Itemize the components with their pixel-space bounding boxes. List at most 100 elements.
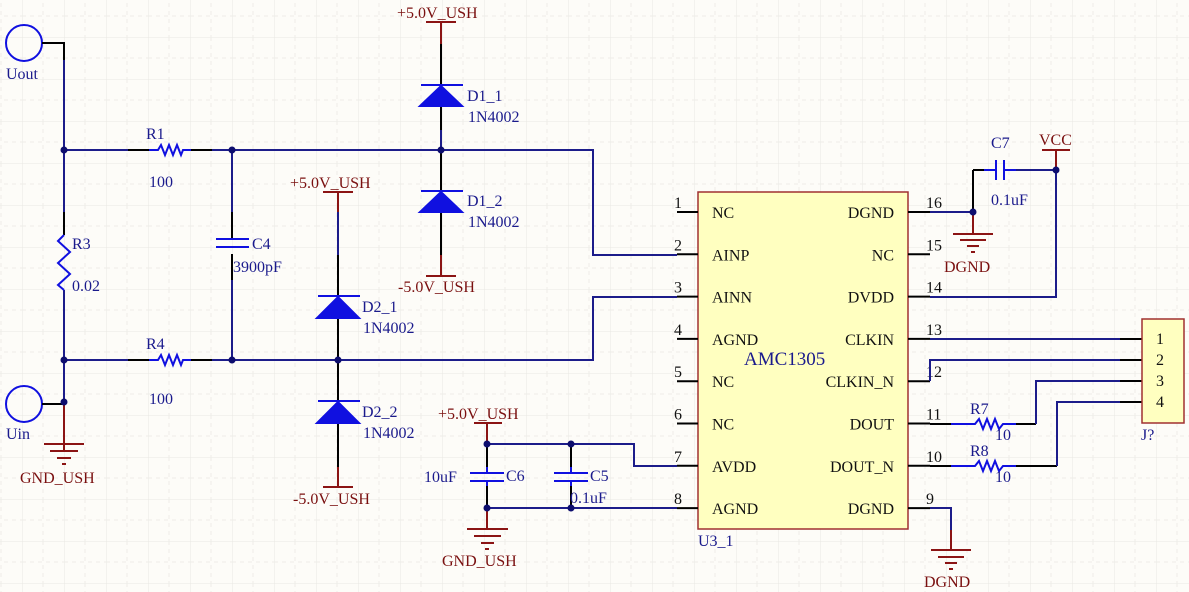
- junction-dot: [483, 504, 491, 512]
- junction-dot: [437, 146, 445, 154]
- n5v-d1-label: -5.0V_USH: [398, 279, 475, 296]
- p5v-top-label: +5.0V_USH: [397, 5, 478, 22]
- diode-d1-1[interactable]: D1_1 1N4002: [417, 84, 520, 126]
- ic-pin-name: DOUT_N: [830, 459, 894, 476]
- d1-2-ref: D1_2: [467, 193, 503, 210]
- connector-pin-number: 4: [1156, 394, 1164, 411]
- ic-pin-number: 12: [926, 364, 942, 381]
- junctions: [60, 146, 1060, 512]
- c6-ref: C6: [506, 468, 525, 485]
- ic-pin-name: NC: [872, 247, 894, 264]
- junction-dot: [60, 146, 68, 154]
- junction-dot: [1052, 166, 1060, 174]
- r1-ref: R1: [146, 126, 165, 143]
- connector-pin-number: 3: [1156, 373, 1164, 390]
- d1-1-value: 1N4002: [468, 109, 520, 126]
- c4-ref: C4: [252, 236, 271, 253]
- ic-pin-name: DOUT: [850, 417, 895, 434]
- capacitor-c5[interactable]: C5 0.1uF: [554, 467, 609, 507]
- resistor-r4[interactable]: R4 100: [146, 336, 191, 408]
- junction-dot: [567, 504, 575, 512]
- resistor-r8[interactable]: R8 10: [951, 443, 1016, 486]
- resistor-r7[interactable]: R7 10: [951, 401, 1016, 444]
- dgnd-bottom-label: DGND: [924, 574, 970, 591]
- c7-ref: C7: [991, 135, 1010, 152]
- ic-pin-number: 10: [926, 449, 942, 466]
- d2-2-ref: D2_2: [362, 404, 398, 421]
- ic-pin-number: 6: [674, 407, 682, 424]
- c7-value: 0.1uF: [991, 192, 1028, 209]
- ic-pin-name: AINP: [712, 247, 749, 264]
- ic-part-name: AMC1305: [744, 349, 825, 370]
- ic-pin-name: NC: [712, 374, 734, 391]
- ic-pin-name: AINN: [712, 290, 752, 307]
- ic-pin-number: 5: [674, 364, 682, 381]
- r1-value: 100: [149, 174, 173, 191]
- ic-pin-name: CLKIN_N: [826, 374, 895, 391]
- ic-pin-number: 4: [674, 322, 682, 339]
- junction-dot: [60, 398, 68, 406]
- capacitor-c7-symbol: [984, 160, 1016, 180]
- gnd-ush-left-label: GND_USH: [20, 470, 95, 487]
- c4-value: 3900pF: [233, 259, 282, 276]
- connector-pin-number: 1: [1156, 331, 1164, 348]
- resistor-r1-symbol: [149, 142, 191, 158]
- resistor-r3-symbol: [56, 234, 72, 291]
- ic-pin-number: 7: [674, 449, 682, 466]
- ground-gnd-ush-left: GND_USH: [20, 443, 95, 487]
- ic-right-pins: 16DGND15NC14DVDD13CLKIN12CLKIN_N11DOUT10…: [826, 195, 942, 518]
- diode-d2-1[interactable]: D2_1 1N4002: [314, 295, 415, 337]
- ic-pin-name: CLKIN: [845, 332, 894, 349]
- p5v-d2-label: +5.0V_USH: [290, 175, 371, 192]
- connector-pin-number: 2: [1156, 352, 1164, 369]
- resistor-r4-symbol: [149, 352, 191, 368]
- resistor-r7-symbol: [951, 416, 1016, 432]
- ic-pin-name: DGND: [848, 501, 894, 518]
- r7-value: 10: [995, 427, 1011, 444]
- diode-d1-1-symbol: [417, 84, 465, 107]
- r8-value: 10: [995, 469, 1011, 486]
- resistor-r1[interactable]: R1 100: [146, 126, 191, 191]
- n5v-d2-label: -5.0V_USH: [293, 491, 370, 508]
- ic-pin-number: 1: [674, 195, 682, 212]
- vcc-label: VCC: [1039, 132, 1072, 149]
- capacitor-c4[interactable]: C4 3900pF: [216, 236, 282, 276]
- ic-ref: U3_1: [698, 533, 734, 550]
- gnd-ush-avdd-label: GND_USH: [442, 553, 517, 570]
- ic-pin-number: 11: [926, 407, 941, 424]
- ic-pin-name: NC: [712, 417, 734, 434]
- r4-value: 100: [149, 391, 173, 408]
- r7-ref: R7: [970, 401, 989, 418]
- diode-d2-2[interactable]: D2_2 1N4002: [314, 400, 415, 442]
- ic-pin-name: AGND: [712, 332, 758, 349]
- resistor-r8-symbol: [951, 458, 1016, 474]
- junction-dot: [228, 356, 236, 364]
- connector-body: [1141, 318, 1185, 424]
- c5-value: 0.1uF: [570, 490, 607, 507]
- avdd-decoupling: +5.0V_USH GND_USH: [438, 406, 677, 570]
- d1-2-value: 1N4002: [468, 214, 520, 231]
- ic-pin-number: 14: [926, 280, 942, 297]
- resistor-r3[interactable]: R3 0.02: [56, 212, 100, 295]
- diode-d1-2-symbol: [417, 190, 465, 213]
- ic-pin-number: 15: [926, 237, 942, 254]
- ic-u3-1[interactable]: AMC1305 U3_1 1NC2AINP3AINN4AGND5NC6NC7AV…: [674, 191, 942, 550]
- capacitor-c7[interactable]: C7 0.1uF: [984, 135, 1028, 209]
- capacitor-c6[interactable]: C6 10uF: [424, 467, 525, 486]
- p5v-avdd-label: +5.0V_USH: [438, 406, 519, 423]
- ic-pin-name: DGND: [848, 205, 894, 222]
- d2-2-value: 1N4002: [363, 425, 415, 442]
- diode-column-d2: +5.0V_USH -5.0V_USH: [290, 175, 371, 508]
- diode-d2-1-symbol: [314, 295, 362, 319]
- port-uout-label: Uout: [6, 66, 39, 83]
- ic-pin-name: AVDD: [712, 459, 756, 476]
- ic-pin-number: 2: [674, 237, 682, 254]
- diode-d1-2[interactable]: D1_2 1N4002: [417, 190, 520, 231]
- ic-pin-number: 3: [674, 280, 682, 297]
- junction-dot: [60, 356, 68, 364]
- d1-1-ref: D1_1: [467, 88, 503, 105]
- junction-dot: [228, 146, 236, 154]
